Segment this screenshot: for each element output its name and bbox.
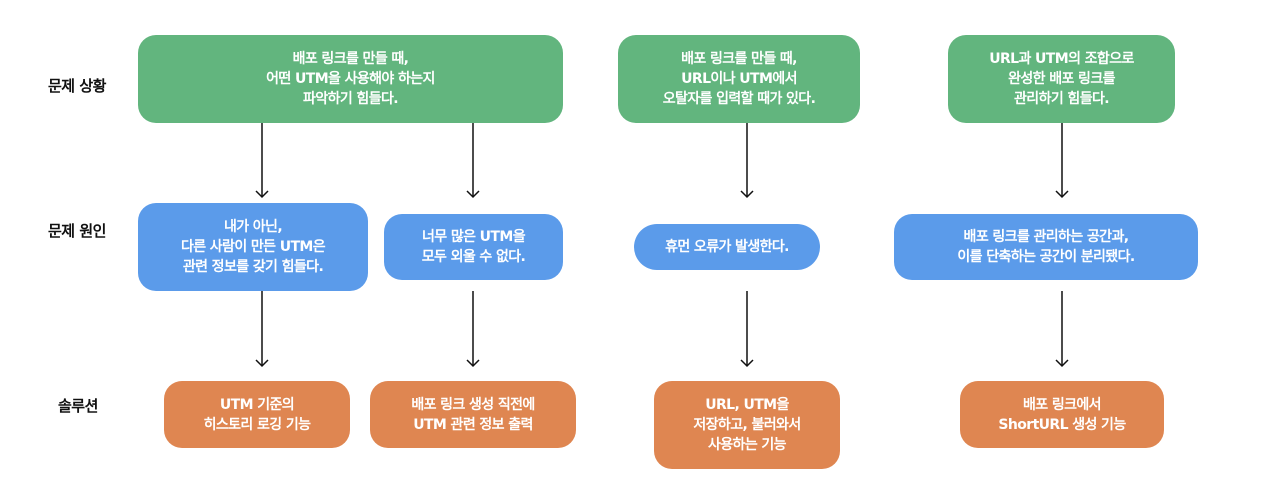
problem-box-3: URL과 UTM의 조합으로 완성한 배포 링크를 관리하기 힘들다. [948,35,1175,123]
cause-box-1: 내가 아닌, 다른 사람이 만든 UTM은 관련 정보를 갖기 힘들다. [138,203,368,291]
arrow-problem1-cause1 [255,123,269,199]
solution-box-1: UTM 기준의 히스토리 로깅 기능 [164,381,350,448]
cause-box-3: 휴먼 오류가 발생한다. [634,224,820,270]
arrow-problem2-cause3 [740,123,754,199]
arrow-problem1-cause2 [466,123,480,199]
cause-box-4: 배포 링크를 관리하는 공간과, 이를 단축하는 공간이 분리됐다. [894,214,1198,280]
arrow-problem3-cause4 [1055,123,1069,199]
row-label-solution: 솔루션 [58,397,98,415]
arrow-cause3-solution3 [740,291,754,368]
row-label-problem: 문제 상황 [48,77,106,95]
problem-box-1: 배포 링크를 만들 때, 어떤 UTM을 사용해야 하는지 파악하기 힘들다. [138,35,563,123]
arrow-cause4-solution4 [1055,291,1069,368]
cause-box-2: 너무 많은 UTM을 모두 외울 수 없다. [384,214,563,280]
solution-box-4: 배포 링크에서 ShortURL 생성 기능 [960,381,1164,448]
arrow-cause2-solution2 [466,291,480,368]
row-label-cause: 문제 원인 [48,222,106,240]
solution-box-3: URL, UTM을 저장하고, 불러와서 사용하는 기능 [654,381,840,469]
solution-box-2: 배포 링크 생성 직전에 UTM 관련 정보 출력 [370,381,576,448]
problem-box-2: 배포 링크를 만들 때, URL이나 UTM에서 오탈자를 입력할 때가 있다. [618,35,860,123]
arrow-cause1-solution1 [255,291,269,368]
